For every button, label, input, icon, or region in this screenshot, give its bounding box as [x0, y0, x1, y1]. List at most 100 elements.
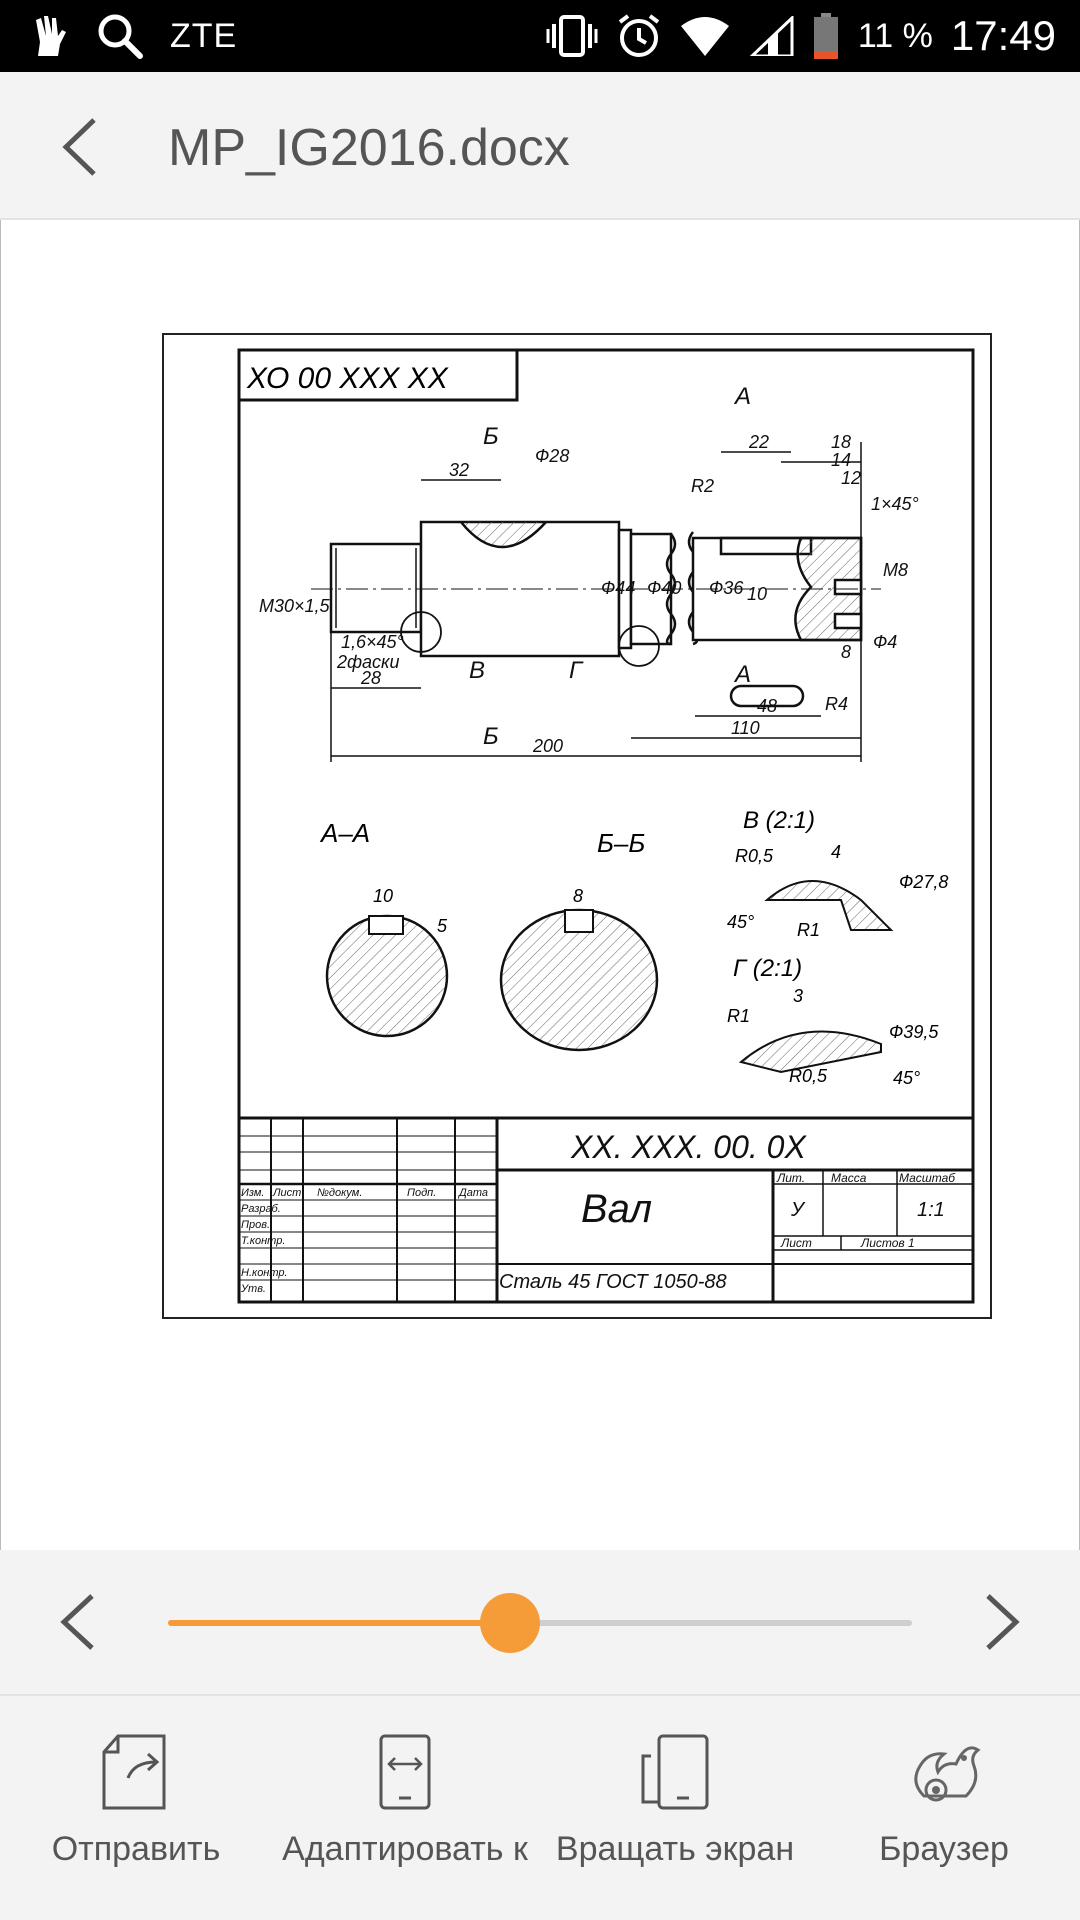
detail-callout-v: В — [469, 657, 485, 684]
dim-phi4: Ф4 — [873, 632, 897, 652]
document-viewport[interactable]: ХО 00 ХХХ ХХ — [0, 220, 1080, 1550]
fit-width-icon — [379, 1734, 431, 1810]
uc-browser-icon — [914, 1746, 981, 1802]
share-label: Отправить — [51, 1830, 221, 1868]
dim-phi40: Ф40 — [647, 578, 681, 598]
scale-header: Масштаб — [899, 1171, 956, 1185]
dim-phi36: Ф36 — [709, 578, 744, 598]
browser-label: Браузер — [879, 1830, 1009, 1868]
status-bar: ZTE 11 % 17:49 — [0, 0, 1080, 72]
dim-m30: М30×1,5 — [259, 596, 331, 616]
rotate-screen-button[interactable]: Вращать экран — [548, 1696, 802, 1920]
row-data: Дата — [457, 1187, 488, 1199]
dim-m8: М8 — [883, 560, 908, 580]
alarm-clock-icon — [618, 14, 660, 57]
cut-label-b-bottom: Б — [483, 723, 499, 750]
dim-r2: R2 — [691, 476, 714, 496]
dim-110: 110 — [731, 718, 760, 738]
document-title: MP_IG2016.docx — [168, 119, 570, 177]
dim-g-45: 45° — [893, 1068, 920, 1088]
shaft-main-view — [311, 520, 881, 708]
dimension-lines — [330, 442, 862, 762]
dim-v-4: 4 — [831, 842, 841, 862]
mass-header: Масса — [831, 1171, 867, 1185]
share-button[interactable]: Отправить — [26, 1696, 246, 1920]
lit-header: Лит. — [776, 1171, 805, 1185]
dim-v-45: 45° — [727, 912, 754, 932]
dim-chamfer: 1,6×45° — [341, 632, 404, 652]
dim-200: 200 — [532, 736, 563, 756]
detail-v-title: В (2:1) — [743, 807, 815, 834]
dim-g-3: 3 — [793, 986, 803, 1006]
search-icon — [98, 14, 143, 59]
page-navigator — [0, 1550, 1080, 1696]
chevron-left-icon — [60, 1594, 94, 1650]
rotate-screen-label: Вращать экран — [555, 1830, 795, 1868]
battery-icon — [813, 13, 838, 59]
section-aa: 10 5 — [325, 886, 449, 1038]
section-bb-title: Б–Б — [597, 828, 645, 858]
fit-width-label: Адаптировать к — [282, 1830, 528, 1868]
fit-width-button[interactable]: Адаптировать к — [270, 1696, 540, 1920]
dim-bb-8: 8 — [573, 886, 583, 906]
page-slider[interactable] — [168, 1593, 912, 1653]
rotate-screen-icon — [641, 1734, 709, 1810]
share-icon — [102, 1734, 166, 1810]
page-slider-fill — [168, 1620, 511, 1626]
dim-32: 32 — [449, 460, 469, 480]
row-tkontr: Т.контр. — [241, 1235, 285, 1247]
technical-drawing: ХО 00 ХХХ ХХ — [162, 333, 992, 1319]
cut-label-a-top: А — [733, 383, 751, 410]
cut-label-b-top: Б — [483, 423, 499, 450]
arrow-left-icon — [62, 118, 96, 176]
row-izm: Изм. — [241, 1187, 264, 1199]
cut-label-a-bottom: А — [733, 661, 751, 688]
dim-aa-5: 5 — [437, 916, 448, 936]
dim-v-r05: R0,5 — [735, 846, 774, 866]
bottom-toolbar: Отправить Адаптировать к Вращать экран Б… — [0, 1696, 1080, 1920]
scale-value: 1:1 — [917, 1199, 945, 1221]
dim-10: 10 — [747, 584, 767, 604]
row-list: Лист — [272, 1187, 301, 1199]
title-block — [239, 1116, 973, 1302]
detail-g: 3 R1 R0,5 45° Ф39,5 — [727, 986, 939, 1088]
drawing-frame — [237, 348, 975, 1304]
dim-g-phi395: Ф39,5 — [889, 1022, 939, 1042]
page-slider-thumb[interactable] — [480, 1593, 541, 1653]
app-bar: MP_IG2016.docx — [0, 72, 1080, 220]
dim-48: 48 — [757, 696, 777, 716]
dim-v-r1: R1 — [797, 920, 820, 940]
wifi-icon — [680, 17, 729, 56]
material-spec: Сталь 45 ГОСТ 1050-88 — [499, 1271, 727, 1293]
dim-phi44: Ф44 — [601, 578, 635, 598]
section-aa-title: А–А — [319, 818, 370, 848]
dim-aa-10: 10 — [373, 886, 393, 906]
dim-g-r1: R1 — [727, 1006, 750, 1026]
sheet-label: Лист — [780, 1236, 812, 1250]
dim-28: 28 — [360, 668, 381, 688]
part-name: Вал — [581, 1187, 652, 1231]
row-nkontr: Н.контр. — [241, 1267, 288, 1279]
dim-8: 8 — [841, 642, 851, 662]
carrier-label: ZTE — [170, 16, 238, 55]
section-bb: 8 — [499, 886, 659, 1052]
sheet-outer-border — [162, 333, 992, 1319]
battery-percent: 11 % — [857, 16, 933, 55]
dim-22: 22 — [748, 432, 769, 452]
dim-14: 14 — [831, 450, 851, 470]
detail-v: R0,5 4 45° R1 Ф27,8 — [727, 842, 948, 940]
browser-button[interactable]: Браузер — [838, 1696, 1050, 1920]
chevron-right-icon — [986, 1594, 1020, 1650]
row-razrab: Разраб. — [241, 1203, 281, 1215]
row-prov: Пров. — [241, 1219, 270, 1231]
hand-gesture-icon — [36, 16, 66, 56]
signal-icon — [749, 16, 794, 56]
doc-code: ХХ. ХХХ. 00. 0Х — [570, 1129, 807, 1165]
row-podp: Подп. — [407, 1187, 436, 1199]
previous-page-button[interactable] — [50, 1590, 114, 1654]
dim-12: 12 — [841, 468, 861, 488]
dim-18: 18 — [831, 432, 851, 452]
next-page-button[interactable] — [966, 1590, 1030, 1654]
back-button[interactable] — [50, 112, 120, 182]
vibrate-icon — [546, 15, 598, 57]
